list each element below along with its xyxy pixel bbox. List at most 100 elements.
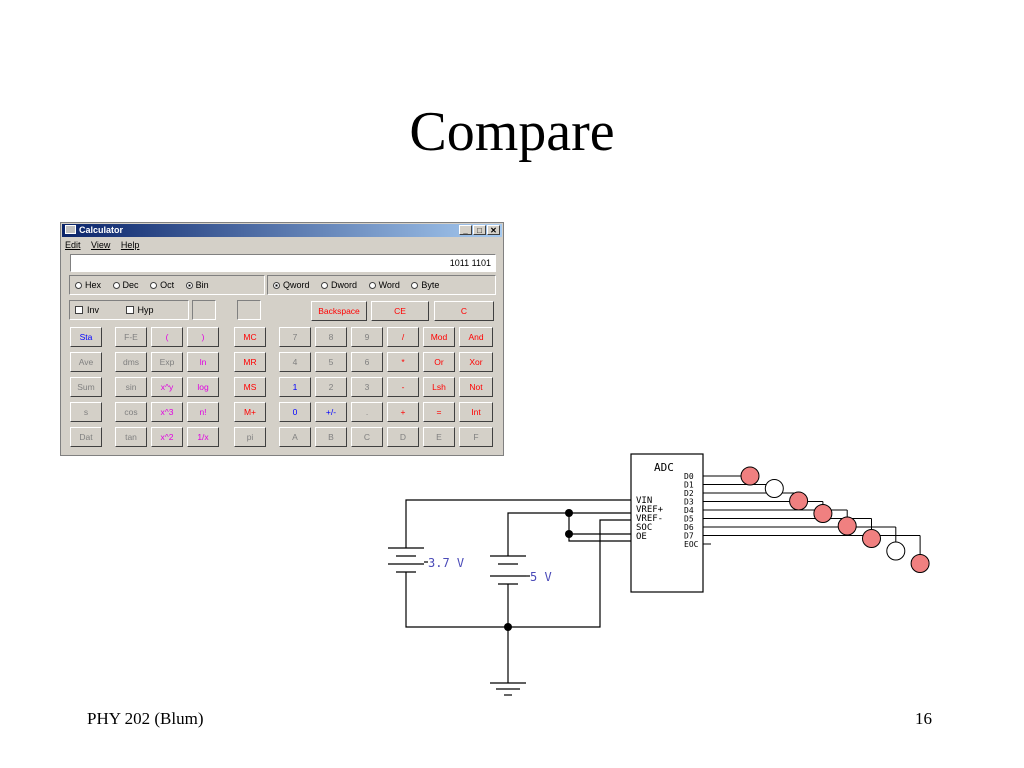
key-and-button[interactable]: And — [459, 327, 493, 347]
radio-byte[interactable]: Byte — [411, 276, 439, 294]
key-e-button[interactable]: E — [423, 427, 455, 447]
key-d-button[interactable]: D — [387, 427, 419, 447]
key-mod-button[interactable]: Mod — [423, 327, 455, 347]
key-x-2-button[interactable]: x^2 — [151, 427, 183, 447]
backspace-button[interactable]: Backspace — [311, 301, 367, 321]
key-f-button[interactable]: F — [459, 427, 493, 447]
led-d6 — [886, 541, 906, 561]
radio-qword-label: Qword — [283, 280, 310, 290]
ce-button[interactable]: CE — [371, 301, 429, 321]
radio-dec[interactable]: Dec — [112, 276, 139, 294]
key-4-button[interactable]: 4 — [279, 352, 311, 372]
key--button[interactable]: = — [423, 402, 455, 422]
key-exp-button[interactable]: Exp — [151, 352, 183, 372]
key-1-x-button[interactable]: 1/x — [187, 427, 219, 447]
key-m-button[interactable]: M+ — [234, 402, 266, 422]
key-2-button[interactable]: 2 — [315, 377, 347, 397]
key-7-button[interactable]: 7 — [279, 327, 311, 347]
battery2-label: 5 V — [530, 570, 552, 584]
checkbox-inv[interactable]: Inv — [75, 301, 99, 319]
key-cos-button[interactable]: cos — [115, 402, 147, 422]
key-log-button[interactable]: log — [187, 377, 219, 397]
key--button[interactable]: + — [387, 402, 419, 422]
adc-input-vin-label: VIN — [636, 496, 652, 506]
key--button[interactable]: / — [387, 327, 419, 347]
slide-title: Compare — [409, 101, 615, 163]
key-a-button[interactable]: A — [279, 427, 311, 447]
radio-bin-indicator — [185, 282, 193, 289]
adc-output-d3-label: D3 — [684, 498, 694, 507]
radio-dword[interactable]: Dword — [321, 276, 357, 294]
key-9-button[interactable]: 9 — [351, 327, 383, 347]
key-sum-button[interactable]: Sum — [70, 377, 102, 397]
key-s-button[interactable]: s — [70, 402, 102, 422]
key-ms-button[interactable]: MS — [234, 377, 266, 397]
key--button[interactable]: - — [387, 377, 419, 397]
calculator-titlebar[interactable]: Calculator _□✕ — [62, 224, 502, 237]
radio-byte-indicator — [411, 282, 419, 289]
close-button[interactable]: ✕ — [487, 225, 500, 235]
key-pi-button[interactable]: pi — [234, 427, 266, 447]
adc-input-soc-label: SOC — [636, 523, 652, 533]
key-1-button[interactable]: 1 — [279, 377, 311, 397]
key-lsh-button[interactable]: Lsh — [423, 377, 455, 397]
checkbox-hyp[interactable]: Hyp — [125, 301, 154, 319]
key-5-button[interactable]: 5 — [315, 352, 347, 372]
key--button[interactable]: +/- — [315, 402, 347, 422]
minimize-button[interactable]: _ — [459, 225, 472, 235]
key-mr-button[interactable]: MR — [234, 352, 266, 372]
menu-help[interactable]: Help — [120, 240, 140, 250]
key-not-button[interactable]: Not — [459, 377, 493, 397]
key-c-button[interactable]: C — [351, 427, 383, 447]
led-d3 — [813, 504, 833, 523]
key--button[interactable]: * — [387, 352, 419, 372]
key-xor-button[interactable]: Xor — [459, 352, 493, 372]
key--button[interactable]: . — [351, 402, 383, 422]
led-d2 — [789, 491, 809, 511]
word-size-group: Qword Dword Word Byte — [267, 275, 496, 295]
checkbox-hyp-box — [125, 306, 134, 314]
c-button[interactable]: C — [434, 301, 494, 321]
key-sta-button[interactable]: Sta — [70, 327, 102, 347]
radio-bin[interactable]: Bin — [185, 276, 209, 294]
led-d7 — [910, 554, 930, 573]
key-dat-button[interactable]: Dat — [70, 427, 102, 447]
key-x-3-button[interactable]: x^3 — [151, 402, 183, 422]
key-n-button[interactable]: n! — [187, 402, 219, 422]
radio-dword-label: Dword — [331, 280, 358, 290]
key-ave-button[interactable]: Ave — [70, 352, 102, 372]
adc-input-oe-label: OE — [636, 532, 647, 542]
key-or-button[interactable]: Or — [423, 352, 455, 372]
adc-input-vref-label: VREF+ — [636, 505, 664, 515]
window-title: Calculator — [79, 225, 124, 235]
key-ln-button[interactable]: ln — [187, 352, 219, 372]
radio-word[interactable]: Word — [368, 276, 400, 294]
key-b-button[interactable]: B — [315, 427, 347, 447]
key-3-button[interactable]: 3 — [351, 377, 383, 397]
menu-edit[interactable]: Edit — [65, 240, 81, 250]
key-f-e-button[interactable]: F-E — [115, 327, 147, 347]
key--button[interactable]: ) — [187, 327, 219, 347]
key--button[interactable]: ( — [151, 327, 183, 347]
key-8-button[interactable]: 8 — [315, 327, 347, 347]
radio-qword-indicator — [273, 282, 280, 289]
led-d4 — [837, 516, 857, 536]
junction-dot — [565, 530, 573, 538]
menu-view[interactable]: View — [91, 240, 111, 250]
radio-bin-label: Bin — [195, 280, 209, 290]
key-tan-button[interactable]: tan — [115, 427, 147, 447]
key-dms-button[interactable]: dms — [115, 352, 147, 372]
radio-dec-label: Dec — [122, 280, 139, 290]
radio-oct[interactable]: Oct — [150, 276, 174, 294]
maximize-button[interactable]: □ — [473, 225, 486, 235]
radio-qword[interactable]: Qword — [273, 276, 310, 294]
radio-hex[interactable]: Hex — [75, 276, 101, 294]
adc-chip — [630, 453, 704, 593]
circuit-wires — [388, 499, 631, 696]
key-mc-button[interactable]: MC — [234, 327, 266, 347]
key-x-y-button[interactable]: x^y — [151, 377, 183, 397]
key-int-button[interactable]: Int — [459, 402, 493, 422]
key-sin-button[interactable]: sin — [115, 377, 147, 397]
key-0-button[interactable]: 0 — [279, 402, 311, 422]
key-6-button[interactable]: 6 — [351, 352, 383, 372]
